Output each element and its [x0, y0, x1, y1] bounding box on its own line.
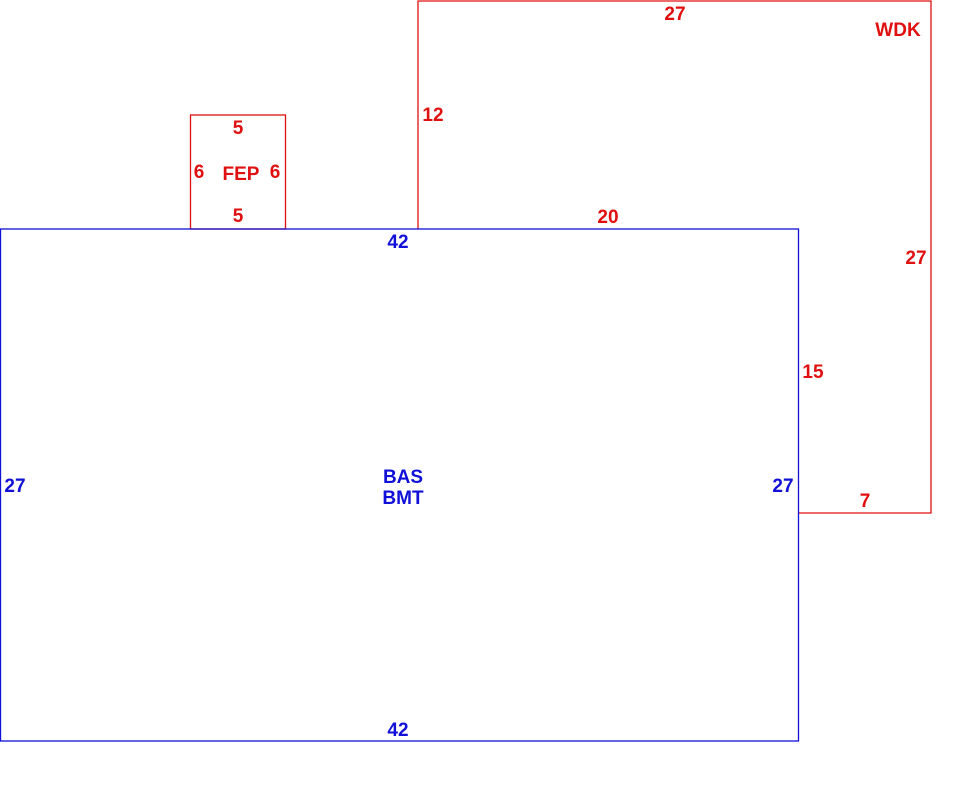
wdk-inner-right-dimension: 15 [802, 362, 824, 383]
bmt-label: BMT [382, 488, 424, 509]
bas-top-dimension: 42 [387, 232, 408, 253]
fep-right-dimension: 6 [270, 162, 281, 183]
wdk-label: WDK [875, 20, 921, 41]
fep-label: FEP [223, 164, 260, 185]
fep-bottom-dimension: 5 [233, 206, 244, 227]
fep-left-dimension: 6 [194, 162, 205, 183]
bas-outline [0, 228, 800, 742]
wdk-inner-bottom-dimension: 20 [597, 207, 618, 228]
wdk-top-dimension: 27 [664, 4, 685, 25]
bas-right-dimension: 27 [772, 476, 793, 497]
wdk-outline [417, 0, 932, 514]
bas-bottom-dimension: 42 [387, 720, 408, 741]
wdk-right-dimension: 27 [905, 248, 926, 269]
wdk-left-dimension: 12 [422, 105, 443, 126]
wdk-bottom-dimension: 7 [860, 491, 871, 512]
fep-top-dimension: 5 [233, 118, 244, 139]
bas-left-dimension: 27 [4, 476, 25, 497]
bas-label: BAS [383, 467, 423, 488]
